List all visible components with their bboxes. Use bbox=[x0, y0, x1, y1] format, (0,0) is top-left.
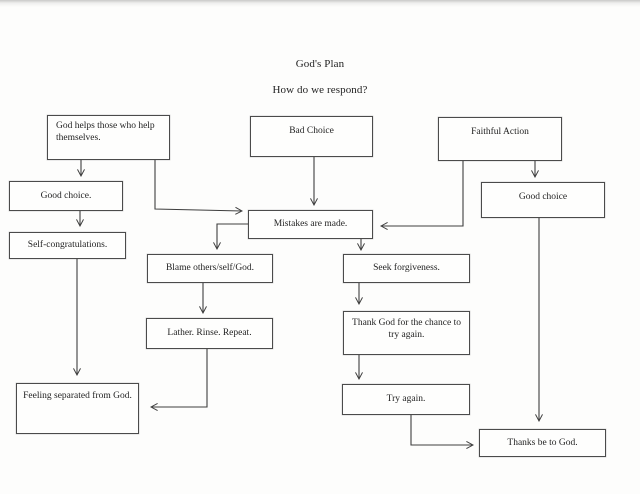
node-feeling-separated-from-god: Feeling separated from God. bbox=[16, 383, 139, 434]
edge-try-again-to-thanks-be bbox=[410, 415, 473, 445]
edge-god-helps-to-mistakes bbox=[154, 160, 242, 211]
node-try-again: Try again. bbox=[342, 384, 470, 415]
node-thank-god-for-the-chance: Thank God for the chance to try again. bbox=[343, 311, 470, 355]
node-good-choice-left: Good choice. bbox=[9, 181, 123, 211]
node-thanks-be-to-god: Thanks be to God. bbox=[479, 429, 606, 457]
page-subtitle: How do we respond? bbox=[272, 84, 368, 96]
node-seek-forgiveness: Seek forgiveness. bbox=[343, 254, 470, 283]
node-mistakes-are-made: Mistakes are made. bbox=[248, 210, 373, 239]
node-lather-rinse-repeat: Lather. Rinse. Repeat. bbox=[146, 318, 273, 349]
edge-faithful-action-to-mistakes bbox=[381, 161, 464, 226]
node-faithful-action: Faithful Action bbox=[438, 117, 562, 161]
edge-mistakes-to-blame bbox=[217, 223, 248, 249]
node-self-congratulations: Self-congratulations. bbox=[9, 232, 126, 259]
node-blame-others-self-god: Blame others/self/God. bbox=[147, 254, 273, 283]
edge-lather-to-feeling-separated bbox=[151, 349, 208, 407]
node-bad-choice: Bad Choice bbox=[250, 116, 373, 157]
node-god-helps-those-who-help-themselves: God helps those who help themselves. bbox=[47, 115, 170, 160]
scan-edge-shadow bbox=[0, 0, 640, 7]
page-title: God's Plan bbox=[295, 58, 345, 70]
node-good-choice-right: Good choice bbox=[481, 182, 605, 218]
